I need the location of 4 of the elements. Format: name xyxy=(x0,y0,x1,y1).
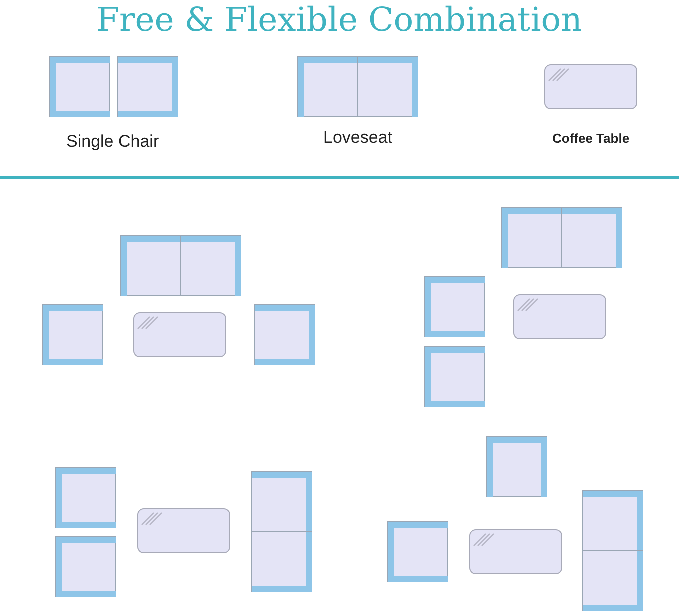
furniture-caption: Loveseat xyxy=(324,128,392,148)
title: Free & Flexible Combination xyxy=(96,0,584,40)
furniture-caption: Coffee Table xyxy=(552,131,630,146)
furniture-caption: Single Chair xyxy=(66,132,160,152)
